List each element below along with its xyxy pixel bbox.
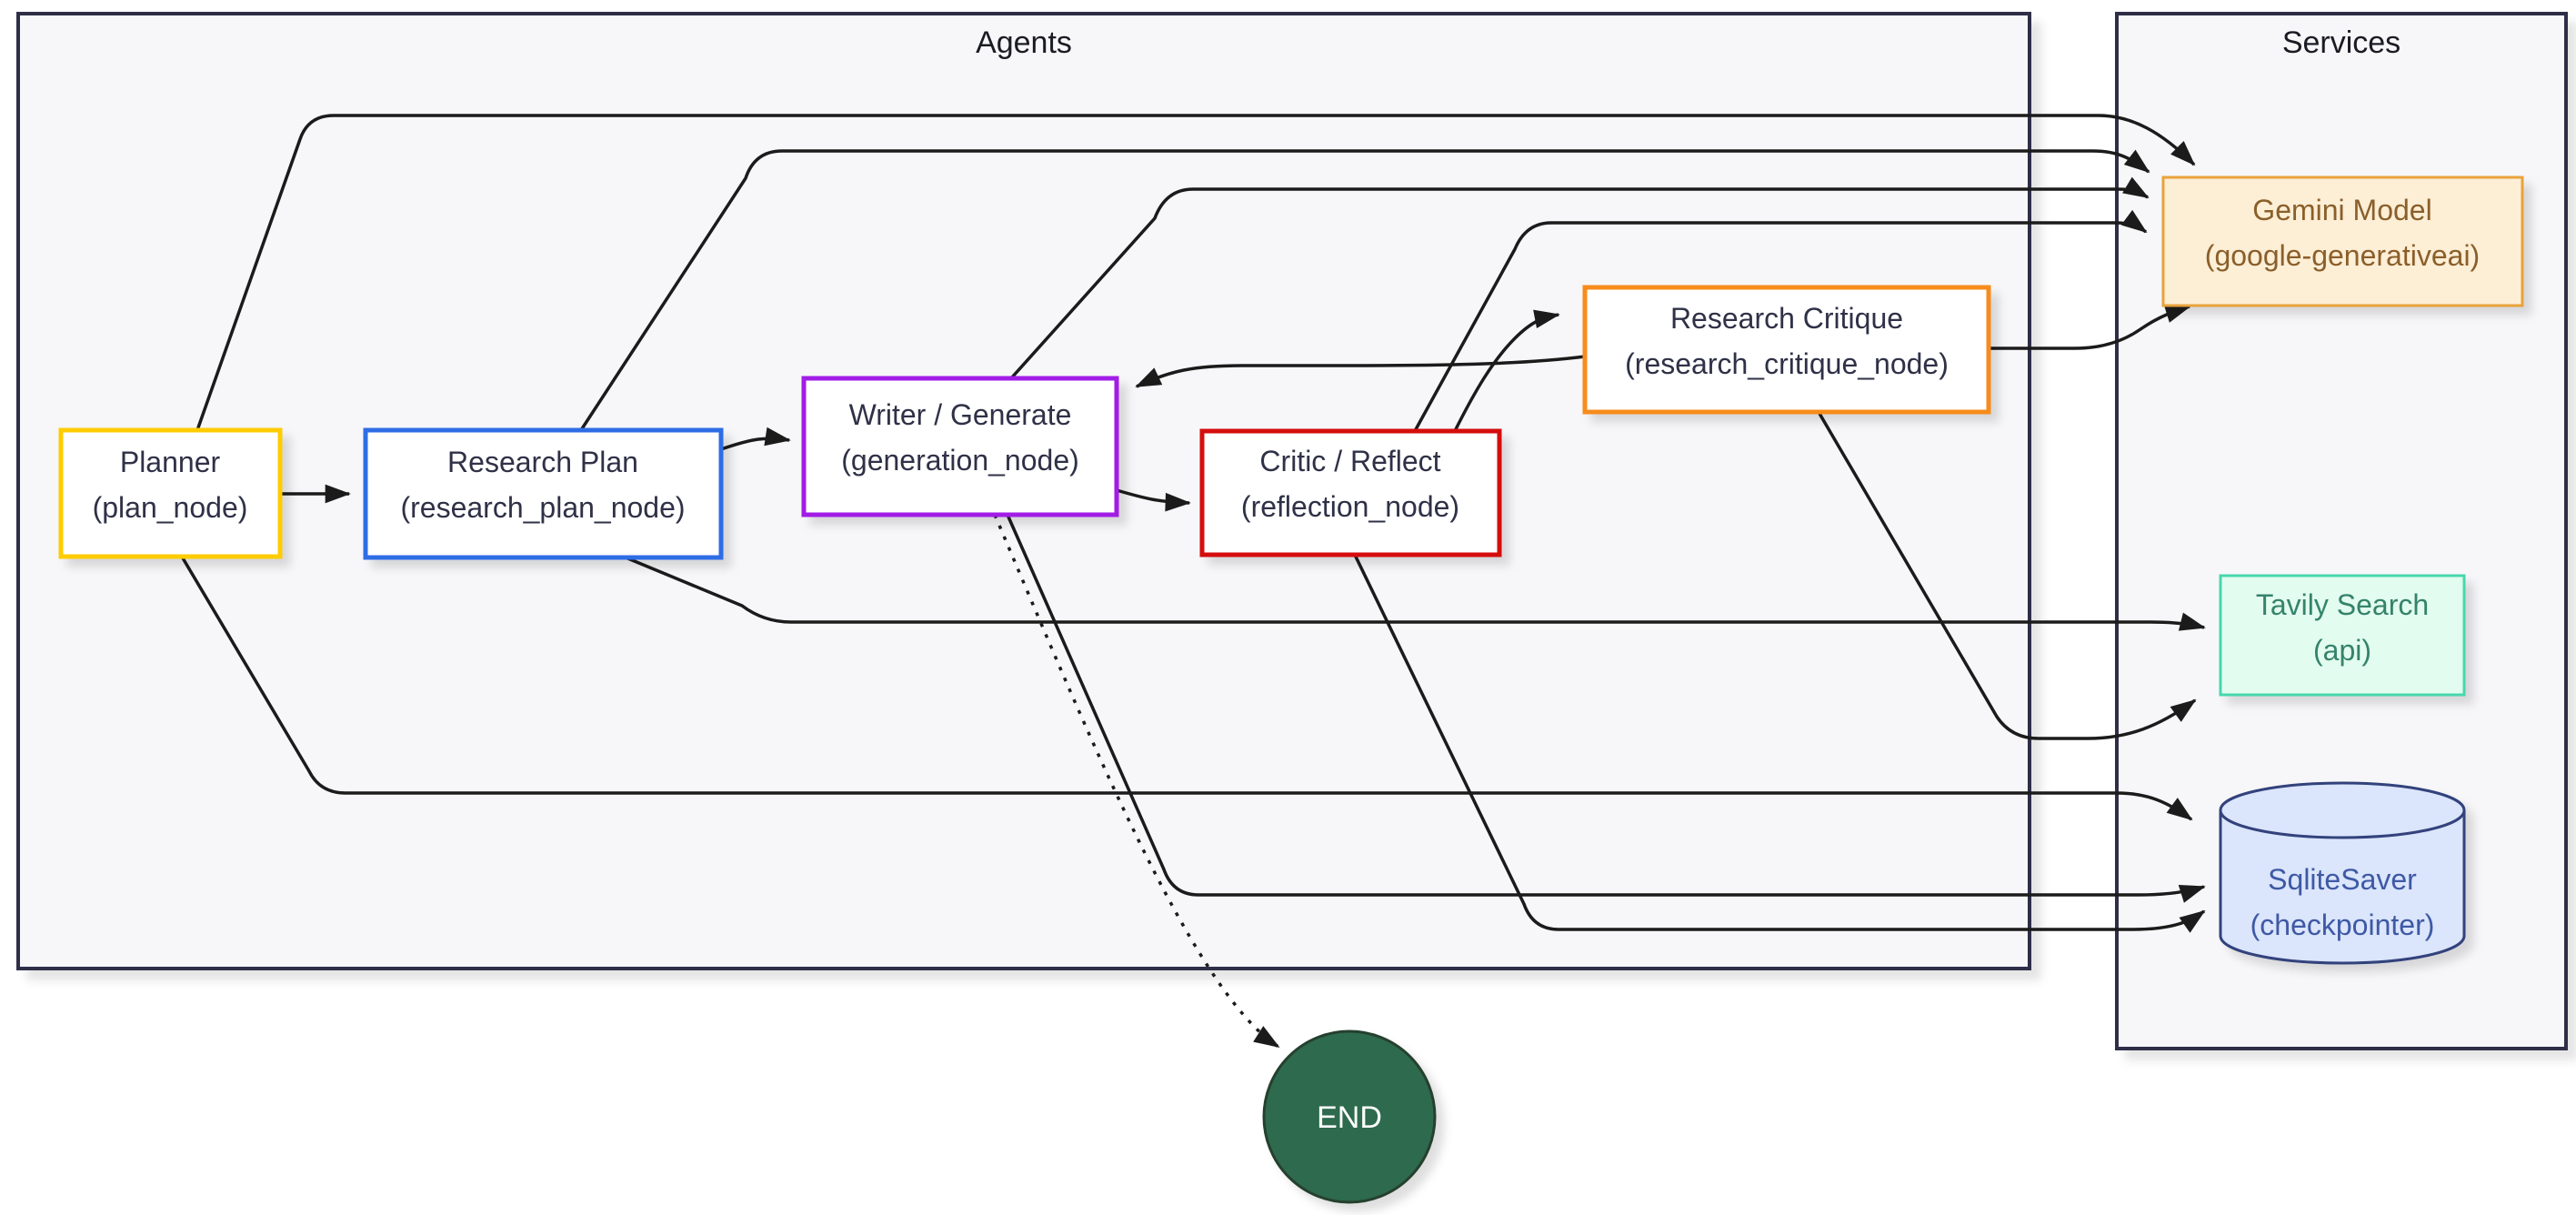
edge-critic-to-research-critique <box>1453 309 1560 432</box>
edge-research-plan-to-writer <box>720 427 791 451</box>
node-end-label: END <box>1317 1100 1382 1135</box>
edge-critic-to-sqlite <box>1353 554 2206 933</box>
edge-writer-to-gemini <box>1009 176 2150 380</box>
edge-research-critique-to-gemini <box>1989 304 2191 350</box>
database-cylinder-icon <box>2219 781 2466 965</box>
node-writer-sublabel: (generation_node) <box>841 444 1079 477</box>
node-critic-sublabel: (reflection_node) <box>1241 490 1459 523</box>
node-planner: Planner (plan_node) <box>58 427 283 559</box>
node-planner-label: Planner <box>120 446 221 478</box>
node-writer-label: Writer / Generate <box>849 398 1072 431</box>
edges-layer <box>180 114 2206 1049</box>
node-gemini-label: Gemini Model <box>2252 194 2431 226</box>
edge-planner-to-sqlite <box>180 556 2193 821</box>
node-research-plan-label: Research Plan <box>447 446 638 478</box>
cluster-agents-label: Agents <box>976 25 1072 60</box>
cluster-services-label: Services <box>2282 25 2401 60</box>
node-research-plan: Research Plan (research_plan_node) <box>363 427 724 560</box>
node-writer-generate: Writer / Generate (generation_node) <box>801 376 1119 517</box>
edge-writer-to-critic <box>1116 488 1191 512</box>
node-research-critique-label: Research Critique <box>1670 302 1903 335</box>
node-research-plan-sublabel: (research_plan_node) <box>400 491 685 524</box>
edge-critic-to-gemini <box>1413 209 2148 432</box>
edge-research-plan-to-gemini <box>579 149 2150 431</box>
node-gemini-sublabel: (google-generativeai) <box>2205 239 2480 272</box>
node-critic-reflect: Critic / Reflect (reflection_node) <box>1199 428 1502 557</box>
node-research-critique: Research Critique (research_critique_nod… <box>1582 285 1991 415</box>
edge-writer-to-sqlite <box>1006 514 2206 903</box>
edge-research-critique-to-writer <box>1135 355 1586 388</box>
node-end: END <box>1262 1029 1437 1204</box>
edge-planner-to-gemini <box>195 114 2196 431</box>
edge-writer-to-end <box>993 514 1280 1049</box>
node-tavily-sublabel: (api) <box>2313 634 2371 667</box>
node-tavily-search: Tavily Search (api) <box>2219 574 2466 697</box>
node-sqlite-sublabel: (checkpointer) <box>2250 909 2435 941</box>
node-tavily-label: Tavily Search <box>2256 588 2429 621</box>
node-planner-sublabel: (plan_node) <box>93 491 248 524</box>
node-gemini-model: Gemini Model (google-generativeai) <box>2161 176 2524 307</box>
node-sqlite-label: SqliteSaver <box>2268 863 2417 896</box>
edge-research-critique-to-tavily <box>1817 411 2197 740</box>
edge-research-plan-to-tavily <box>625 556 2206 631</box>
node-research-critique-sublabel: (research_critique_node) <box>1625 347 1949 380</box>
node-critic-label: Critic / Reflect <box>1259 445 1440 477</box>
cylinder-rim <box>2219 809 2466 839</box>
node-sqlite-saver: SqliteSaver (checkpointer) <box>2219 781 2466 965</box>
